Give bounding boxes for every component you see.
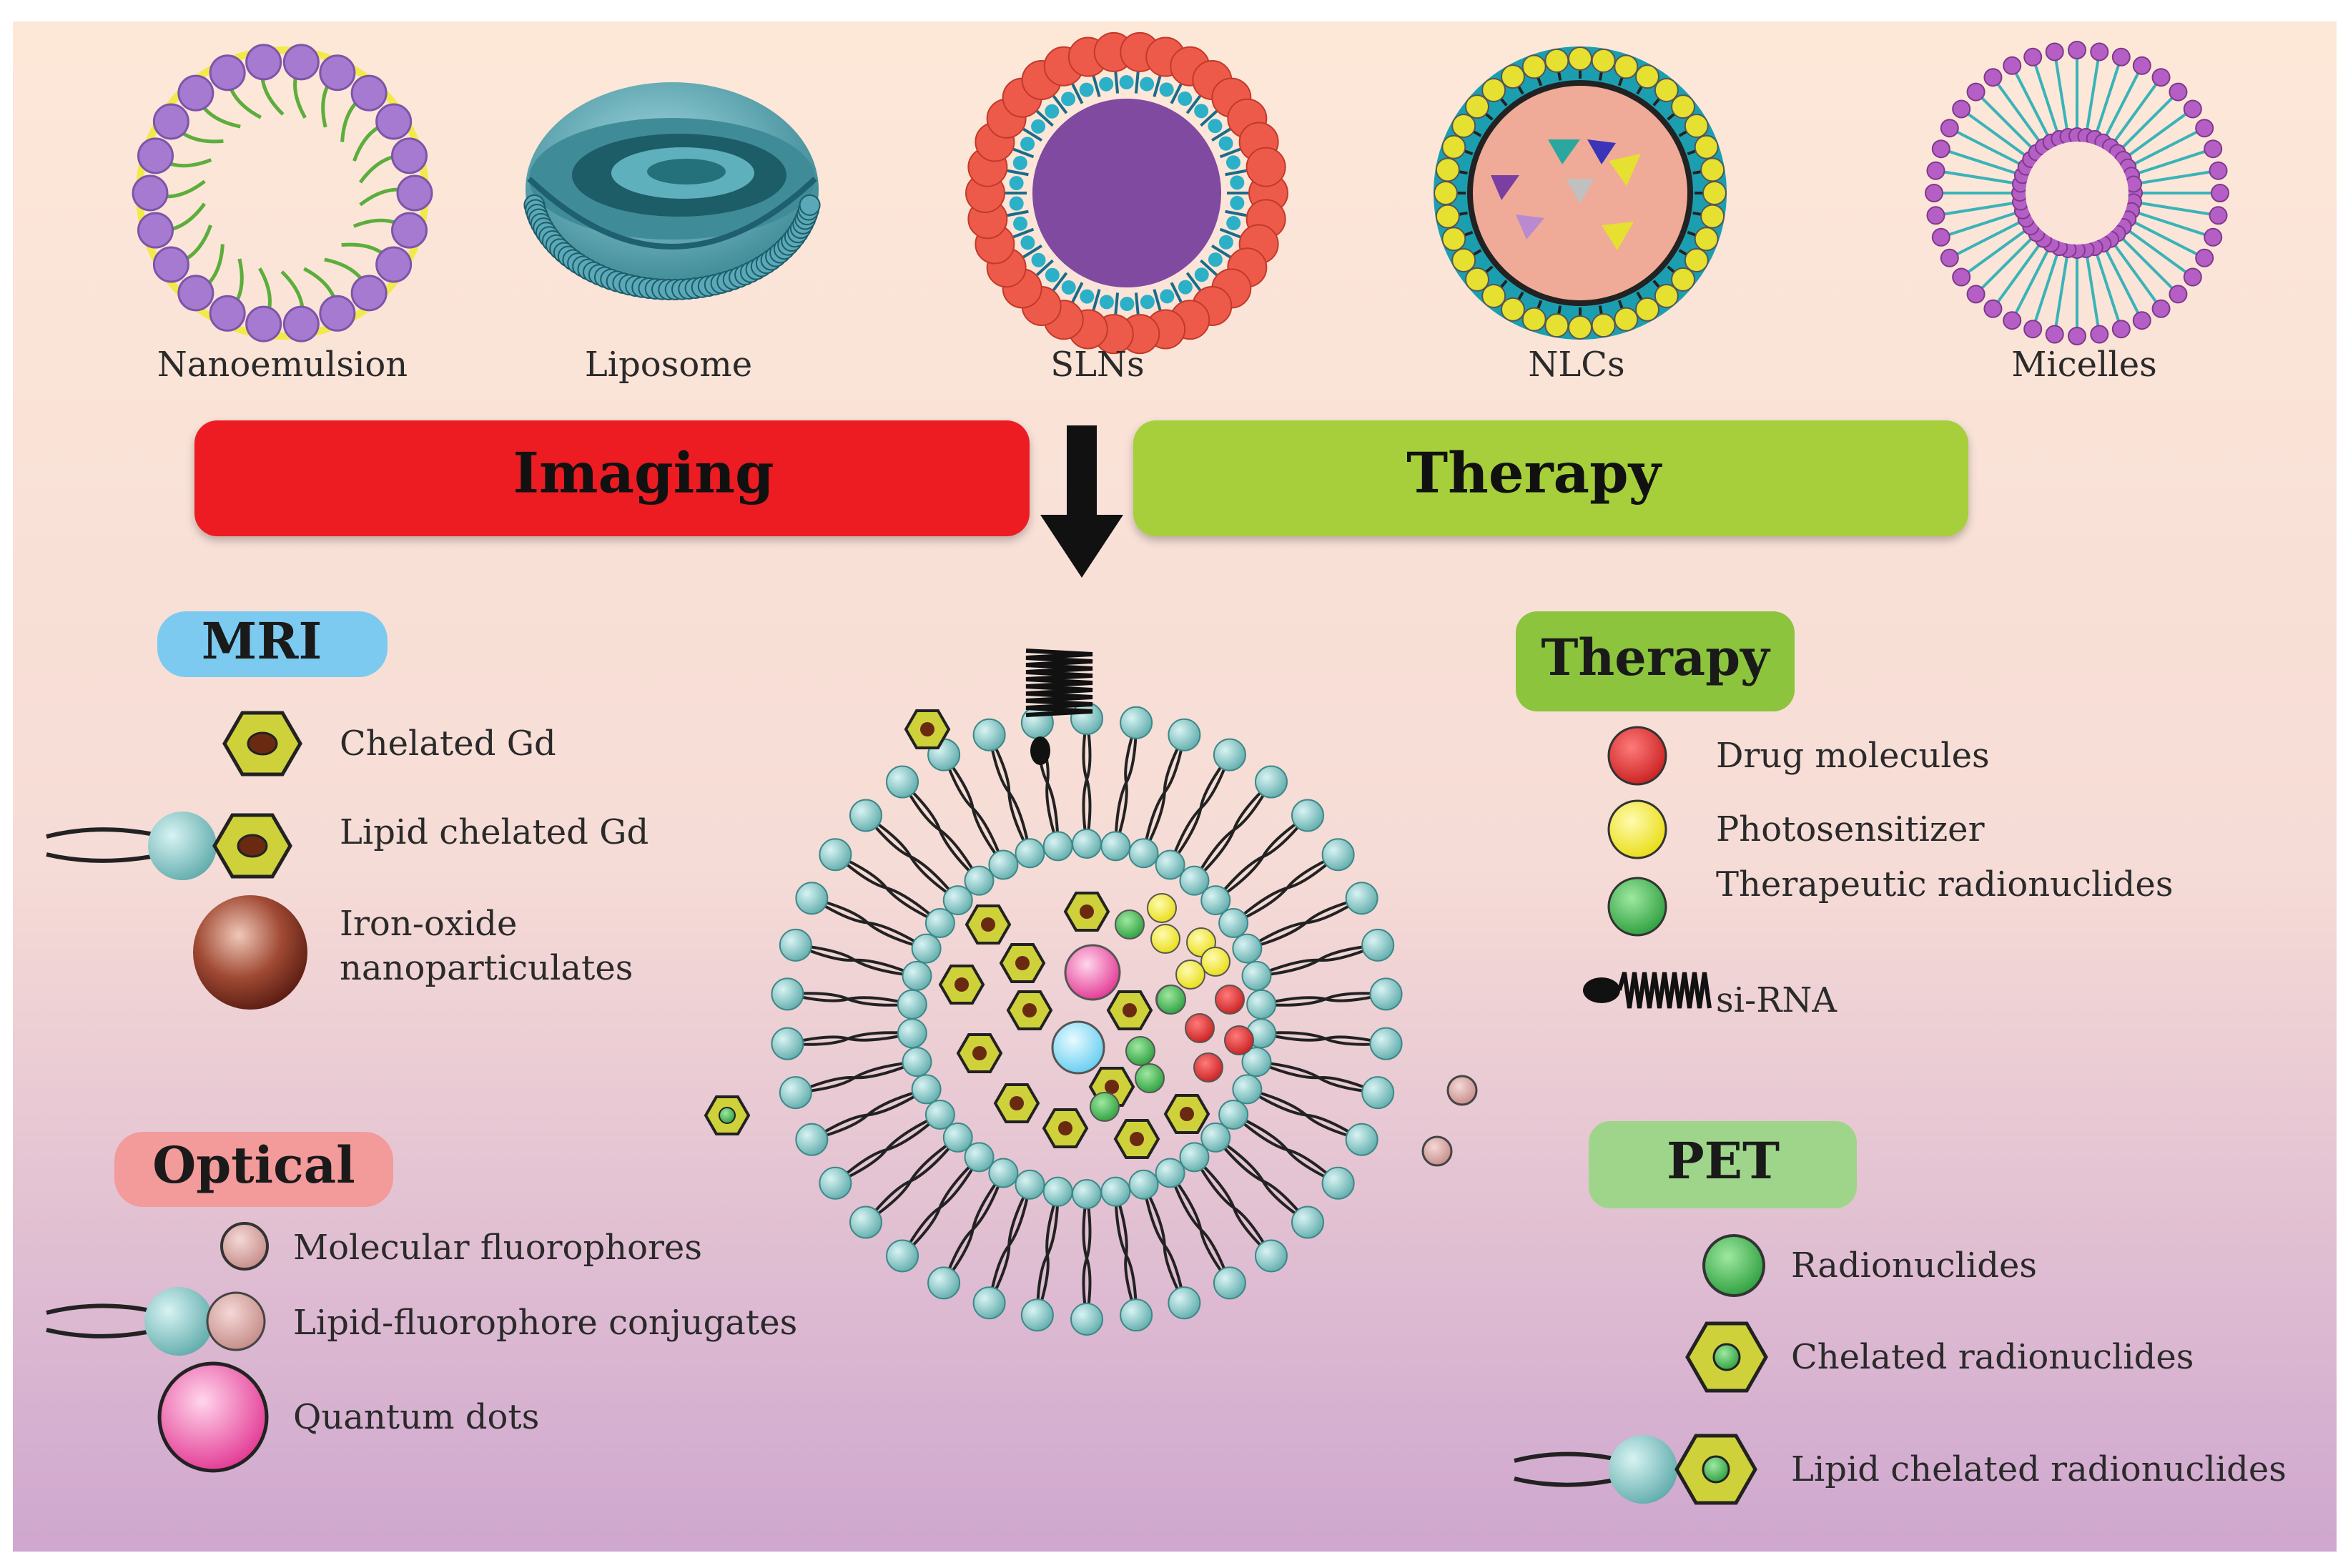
mri-tag bbox=[157, 611, 388, 677]
carrier-label-micelles: Micelles bbox=[2011, 345, 2157, 385]
carrier-label-liposome: Liposome bbox=[585, 345, 752, 385]
micelle-icon bbox=[1925, 41, 2229, 345]
pet-title: PET bbox=[1667, 1131, 1780, 1190]
lipid-chelated-radionuclide-icon bbox=[1514, 1434, 1757, 1505]
imaging-banner-label: Imaging bbox=[513, 441, 774, 506]
carrier-label-nanoemulsion: Nanoemulsion bbox=[157, 345, 408, 385]
photosensitizer-icon bbox=[1607, 799, 1667, 859]
carrier-label-nlc: NLCs bbox=[1528, 345, 1624, 385]
optical-label-molecular-fluorophores: Molecular fluorophores bbox=[293, 1228, 702, 1268]
optical-label-quantum-dots: Quantum dots bbox=[293, 1397, 539, 1437]
si-rna-icon bbox=[1583, 972, 1712, 1009]
nanoemulsion-icon bbox=[132, 44, 433, 342]
chelated-radionuclide-icon bbox=[1685, 1321, 1768, 1393]
sln-icon bbox=[965, 31, 1288, 355]
pet-tag bbox=[1589, 1121, 1857, 1208]
therapy-banner bbox=[1133, 420, 1968, 536]
liposome-icon bbox=[523, 82, 821, 300]
nlc-icon bbox=[1434, 46, 1727, 340]
drug-molecule-icon bbox=[1607, 726, 1667, 786]
therapeutic-radionuclide-icon bbox=[1607, 877, 1667, 937]
mri-label-chelated-gd: Chelated Gd bbox=[340, 724, 556, 764]
therapy-label-si-rna: si-RNA bbox=[1716, 980, 1838, 1020]
molecular-fluorophore-icon bbox=[220, 1222, 269, 1271]
optical-label-lipid-fluorophore: Lipid-fluorophore conjugates bbox=[293, 1303, 797, 1343]
pet-label-chelated-radionuclides: Chelated radionuclides bbox=[1791, 1337, 2194, 1377]
lipid-fluorophore-icon bbox=[46, 1287, 266, 1356]
therapy-label-drug: Drug molecules bbox=[1716, 736, 1990, 776]
therapy-label-radionuclides: Therapeutic radionuclides bbox=[1716, 864, 2173, 904]
mri-label-iron-oxide: Iron-oxide bbox=[340, 904, 517, 944]
therapy-title: Therapy bbox=[1541, 628, 1771, 687]
chelated-gd-icon bbox=[222, 711, 302, 776]
down-arrow-icon bbox=[1040, 425, 1123, 578]
quantum-dot-icon bbox=[157, 1361, 269, 1473]
mri-label-lipid-chelated-gd: Lipid chelated Gd bbox=[340, 812, 648, 852]
imaging-banner bbox=[194, 420, 1030, 536]
optical-title: Optical bbox=[152, 1135, 355, 1195]
iron-oxide-icon bbox=[193, 895, 307, 1010]
mri-title: MRI bbox=[202, 611, 322, 671]
carrier-label-sln: SLNs bbox=[1050, 345, 1144, 385]
pet-label-lipid-chelated-radionuclides: Lipid chelated radionuclides bbox=[1791, 1449, 2287, 1489]
therapy-label-photosensitizer: Photosensitizer bbox=[1716, 809, 1985, 849]
mri-label-nanoparticulates: nanoparticulates bbox=[340, 948, 633, 988]
optical-tag bbox=[114, 1132, 393, 1207]
lipid-chelated-gd-icon bbox=[46, 812, 292, 880]
radionuclide-icon bbox=[1702, 1234, 1765, 1297]
central-liposome bbox=[704, 649, 1478, 1336]
therapy-banner-label: Therapy bbox=[1406, 441, 1663, 506]
therapy-tag bbox=[1516, 611, 1795, 711]
pet-label-radionuclides: Radionuclides bbox=[1791, 1246, 2037, 1286]
